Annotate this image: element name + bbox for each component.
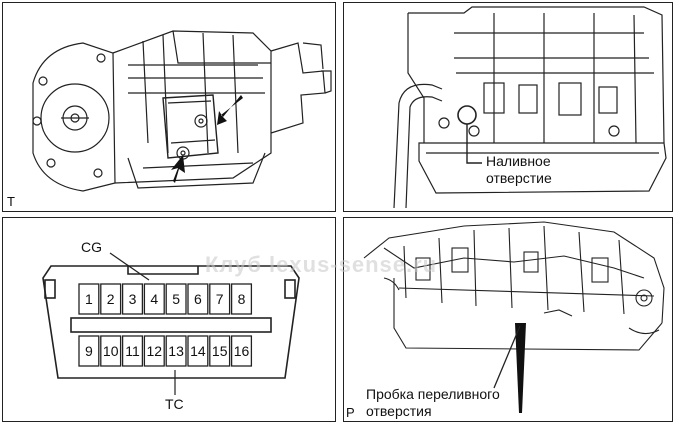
overflow-plug-panel: Пробка переливного отверстия P	[343, 217, 673, 422]
pin-label-5: 5	[172, 291, 180, 307]
pin-cell-15	[209, 335, 231, 367]
transmission-view-panel: T	[2, 2, 336, 212]
pin-label-12: 12	[146, 343, 163, 359]
pin-label-3: 3	[128, 291, 137, 307]
pin-cell-14	[187, 335, 209, 367]
pin-label-7: 7	[215, 291, 224, 307]
pin-label-4: 4	[150, 291, 159, 307]
overflow-plug-label-line2: отверстия	[366, 403, 432, 419]
transmission-illustration	[32, 30, 332, 192]
pin-cell-6	[187, 283, 209, 315]
fill-hole-label-line2: отверстие	[486, 170, 552, 186]
pin-cell-8	[230, 283, 253, 315]
corner-label-t: T	[7, 194, 15, 209]
pin-cell-4	[143, 283, 165, 315]
connector-illustration	[42, 252, 300, 395]
pin-label-15: 15	[211, 343, 228, 359]
pin-cell-3	[121, 283, 144, 315]
fill-hole-panel: Наливное отверстие	[343, 2, 673, 212]
pin-label-8: 8	[237, 291, 246, 307]
pin-cell-10	[100, 335, 122, 367]
pin-cell-9	[78, 335, 100, 367]
pin-label-2: 2	[106, 291, 115, 307]
pin-cell-7	[209, 283, 231, 315]
pin-label-13: 13	[168, 343, 184, 359]
overflow-plug-illustration	[363, 221, 665, 413]
overflow-plug-label-line1: Пробка переливного	[366, 386, 500, 402]
pin-cell-2	[100, 283, 122, 315]
pin-label-6: 6	[194, 291, 202, 307]
pin-cell-5	[165, 283, 187, 315]
pin-cell-11	[121, 335, 144, 367]
corner-label-p: P	[346, 405, 355, 420]
pin-cell-1	[78, 283, 100, 315]
fill-hole-illustration	[393, 6, 667, 209]
pin-label-9: 9	[85, 343, 93, 359]
pin-cell-16	[230, 335, 253, 367]
tc-label: TC	[165, 396, 184, 412]
pin-label-14: 14	[190, 343, 206, 359]
pin-label-10: 10	[102, 343, 119, 359]
cg-label: CG	[81, 239, 102, 255]
pin-label-1: 1	[85, 291, 93, 307]
pin-label-11: 11	[125, 343, 140, 359]
fill-hole-label-line1: Наливное	[486, 153, 551, 169]
pin-cell-13	[165, 335, 187, 367]
pin-cell-12	[143, 335, 165, 367]
pin-label-16: 16	[233, 343, 250, 359]
